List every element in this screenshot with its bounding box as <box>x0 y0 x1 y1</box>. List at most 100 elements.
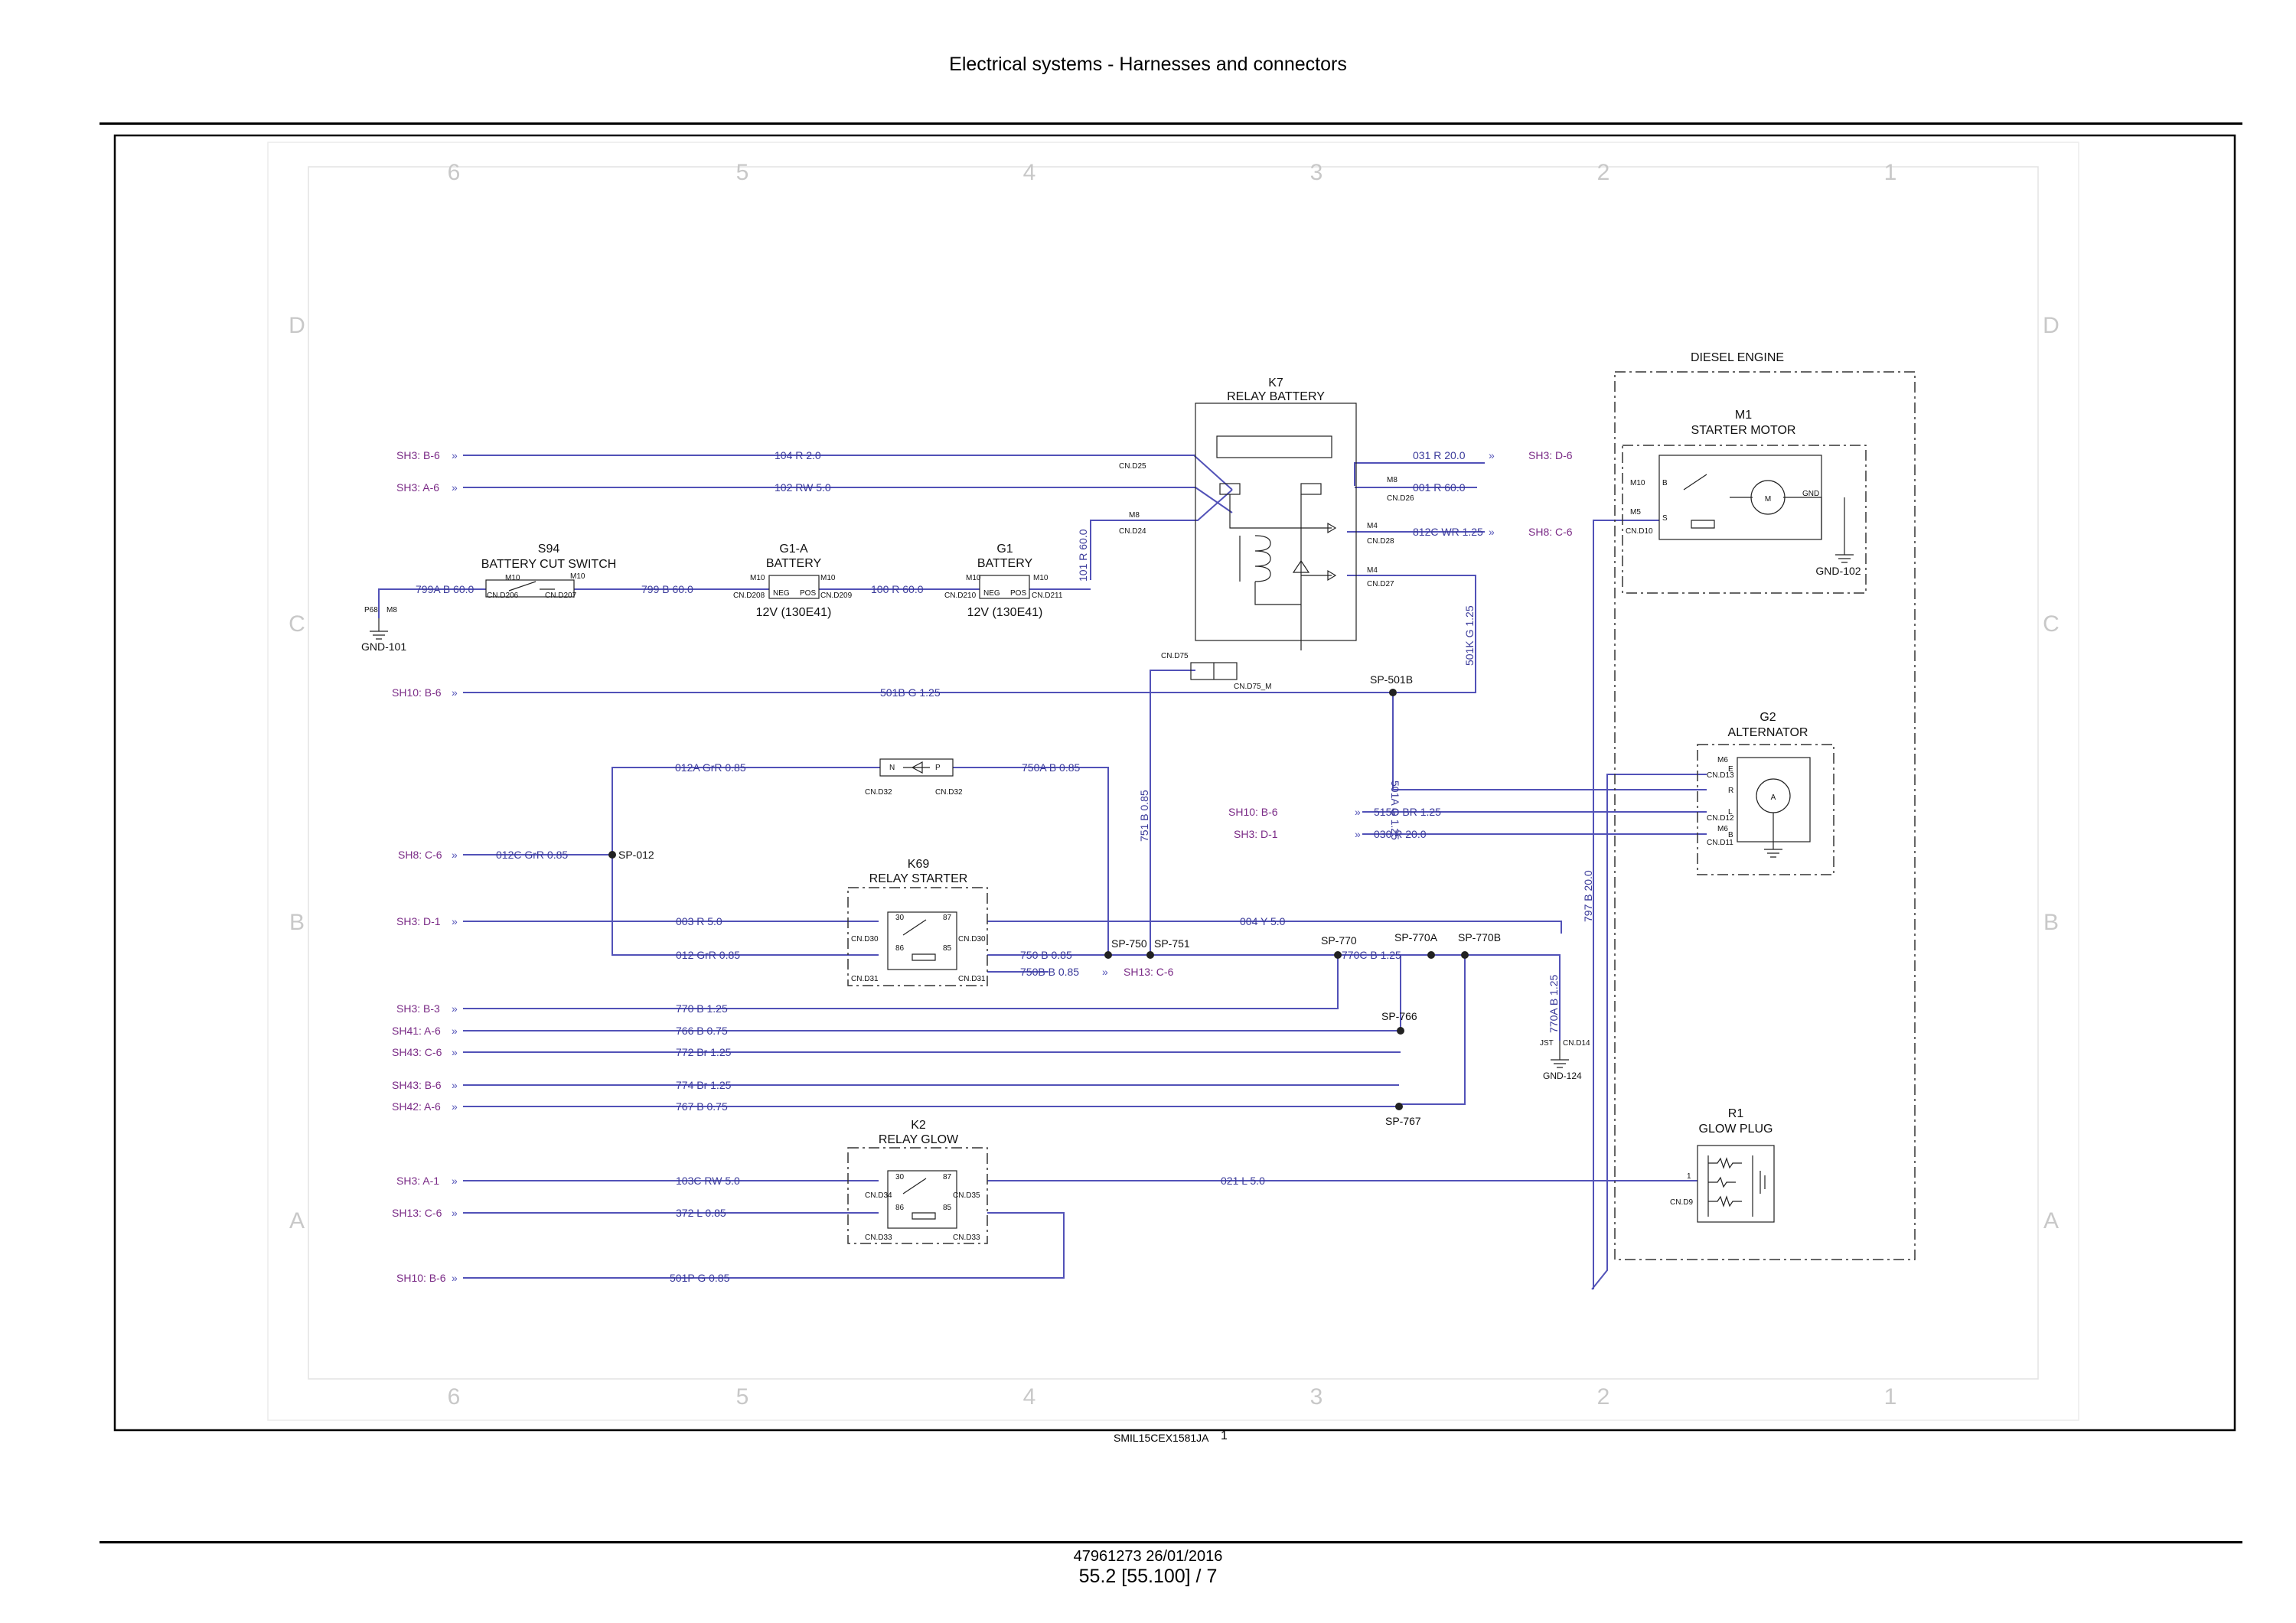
battery-cut-switch-body <box>485 579 575 598</box>
connector-d75m-label: CN.D75_M <box>1234 683 1271 691</box>
wire-label: 001 R 60.0 <box>1413 481 1466 494</box>
connector-d75-label: CN.D75 <box>1161 652 1189 660</box>
connector-label: CN.D210 <box>944 592 977 600</box>
alternator-m6-bottom: M6 <box>1717 825 1728 833</box>
wire-label: 101 R 60.0 <box>1077 529 1089 582</box>
alternator-ground-symbol <box>1764 813 1782 858</box>
wire-501a <box>1392 693 1707 790</box>
splice-label: SP-751 <box>1154 937 1190 950</box>
relay-glow-name: RELAY GLOW <box>879 1133 959 1146</box>
grid-col-label: 1 <box>1884 160 1897 185</box>
grid-col-label: 6 <box>448 160 461 185</box>
grid-col-label: 5 <box>736 1384 749 1410</box>
wire-label: 766 B 0.75 <box>676 1025 728 1037</box>
relay-glow-contact <box>902 1178 936 1220</box>
splice-node-sp770 <box>1334 951 1342 959</box>
terminal-label: M10 <box>750 574 765 582</box>
wire-label: 799 B 60.0 <box>641 583 693 595</box>
wire-012c-012 <box>463 854 879 956</box>
battery-cut-switch-s94: S94 BATTERY CUT SWITCH <box>481 543 617 598</box>
splice-label: SP-770A <box>1394 931 1438 943</box>
arrow-icon: » <box>452 1025 458 1037</box>
relay-starter-t86: 86 <box>895 944 905 953</box>
ground-symbol <box>370 618 388 640</box>
wire-label: 031 R 20.0 <box>1413 449 1466 461</box>
battery-g1a-spec: 12V (130E41) <box>756 606 832 619</box>
grid-row-label: D <box>289 313 305 338</box>
wire-label: 501K G 1.25 <box>1463 605 1476 666</box>
starter-motor-solenoid <box>1683 474 1822 539</box>
grid-row-label: A <box>2043 1208 2059 1234</box>
connector-label: CN.D208 <box>733 592 765 600</box>
battery-cut-switch-name: BATTERY CUT SWITCH <box>481 558 617 571</box>
wire-label: 767 B 0.75 <box>676 1100 728 1113</box>
sheet-ref: SH3: D-1 <box>1234 828 1278 840</box>
wire-label: 003 R 5.0 <box>676 915 722 927</box>
gnd-102-label: GND-102 <box>1815 565 1861 577</box>
relay-diodes <box>1292 522 1337 582</box>
grid-row-labels: D C B A D C B A <box>289 313 2060 1234</box>
alternator-terminal-e: E <box>1728 765 1733 774</box>
starter-motor-m1: M M1 STARTER MOTOR CN.D10 M10 M5 B S GND… <box>1622 409 1867 594</box>
alternator-a: A <box>1771 794 1776 802</box>
diode-p: P <box>935 764 941 772</box>
grid-col-label: 4 <box>1023 1384 1036 1410</box>
sheet-ref: SH10: B-6 <box>1228 806 1278 818</box>
connector-label: CN.D207 <box>545 592 577 600</box>
relay-battery-id: K7 <box>1268 376 1283 389</box>
connector-label: CN.D209 <box>820 592 853 600</box>
terminal-label: M8 <box>1387 476 1397 484</box>
sheet-ref: SH8: C-6 <box>398 849 442 861</box>
wire-label: 100 R 60.0 <box>871 583 924 595</box>
wire-label: 103C RW 5.0 <box>676 1175 740 1187</box>
grid-row-label: A <box>289 1208 305 1234</box>
diode-body <box>879 758 954 777</box>
battery-cut-switch-id: S94 <box>538 543 560 556</box>
wire-label: 774 Br 1.25 <box>676 1079 732 1091</box>
starter-motor-outline <box>1622 445 1867 594</box>
relay-glow-cn-d33-left: CN.D33 <box>865 1234 892 1242</box>
relay-glow-cn-d33-right: CN.D33 <box>953 1234 980 1242</box>
splice-label: SP-766 <box>1381 1010 1417 1022</box>
sheet-ref: SH8: C-6 <box>1528 526 1573 538</box>
connector-label: CN.D206 <box>487 592 519 600</box>
relay-starter-outline <box>847 887 988 986</box>
relay-battery-body <box>1195 402 1357 641</box>
relay-battery-k7: K7 RELAY BATTERY <box>1195 376 1357 650</box>
diode-cn-right: CN.D32 <box>935 788 963 797</box>
relay-starter-cn-d31-right: CN.D31 <box>958 975 986 983</box>
arrow-icon: » <box>1355 806 1361 818</box>
terminal-label: M4 <box>1367 522 1378 530</box>
alternator-name: ALTERNATOR <box>1728 726 1808 739</box>
wire-799a <box>378 588 486 618</box>
splice-node-sp751 <box>1146 951 1154 959</box>
glow-plug-terminal-1: 1 <box>1687 1172 1691 1181</box>
relay-glow-id: K2 <box>911 1119 926 1132</box>
glow-plug-body <box>1697 1145 1775 1223</box>
relay-starter-cn-d30-left: CN.D30 <box>851 935 879 943</box>
alternator-cn-d12: CN.D12 <box>1707 814 1734 823</box>
wire-label: 501A G 1.25 <box>1389 781 1401 840</box>
wire-751 <box>1150 670 1195 955</box>
relay-glow-t86: 86 <box>895 1204 905 1212</box>
relay-glow-t87: 87 <box>943 1173 952 1181</box>
alternator-outline <box>1697 744 1835 875</box>
sheet-ref: SH13: C-6 <box>1124 966 1174 978</box>
relay-battery-label-plate <box>1216 435 1332 458</box>
alternator-terminal-b: B <box>1728 831 1733 839</box>
ground-gnd124-cn: CN.D14 <box>1563 1039 1590 1048</box>
glow-plug-elements <box>1707 1155 1766 1217</box>
wire-label: 751 B 0.85 <box>1138 790 1150 842</box>
terminal-label: M10 <box>966 574 981 582</box>
grid-col-label: 6 <box>448 1384 461 1410</box>
arrow-icon: » <box>1355 828 1361 840</box>
grid-col-label: 3 <box>1310 1384 1323 1410</box>
grid-row-label: B <box>289 910 305 935</box>
splice-label: SP-770B <box>1458 931 1501 943</box>
splice-label: SP-770 <box>1321 934 1357 947</box>
ground-gnd124-jst: JST <box>1540 1039 1554 1048</box>
splice-node-sp012 <box>608 851 616 859</box>
drawing-frame <box>113 134 2236 1432</box>
splice-label: SP-012 <box>618 849 654 861</box>
grid-column-labels-top: 6 5 4 3 2 1 <box>448 160 1897 185</box>
